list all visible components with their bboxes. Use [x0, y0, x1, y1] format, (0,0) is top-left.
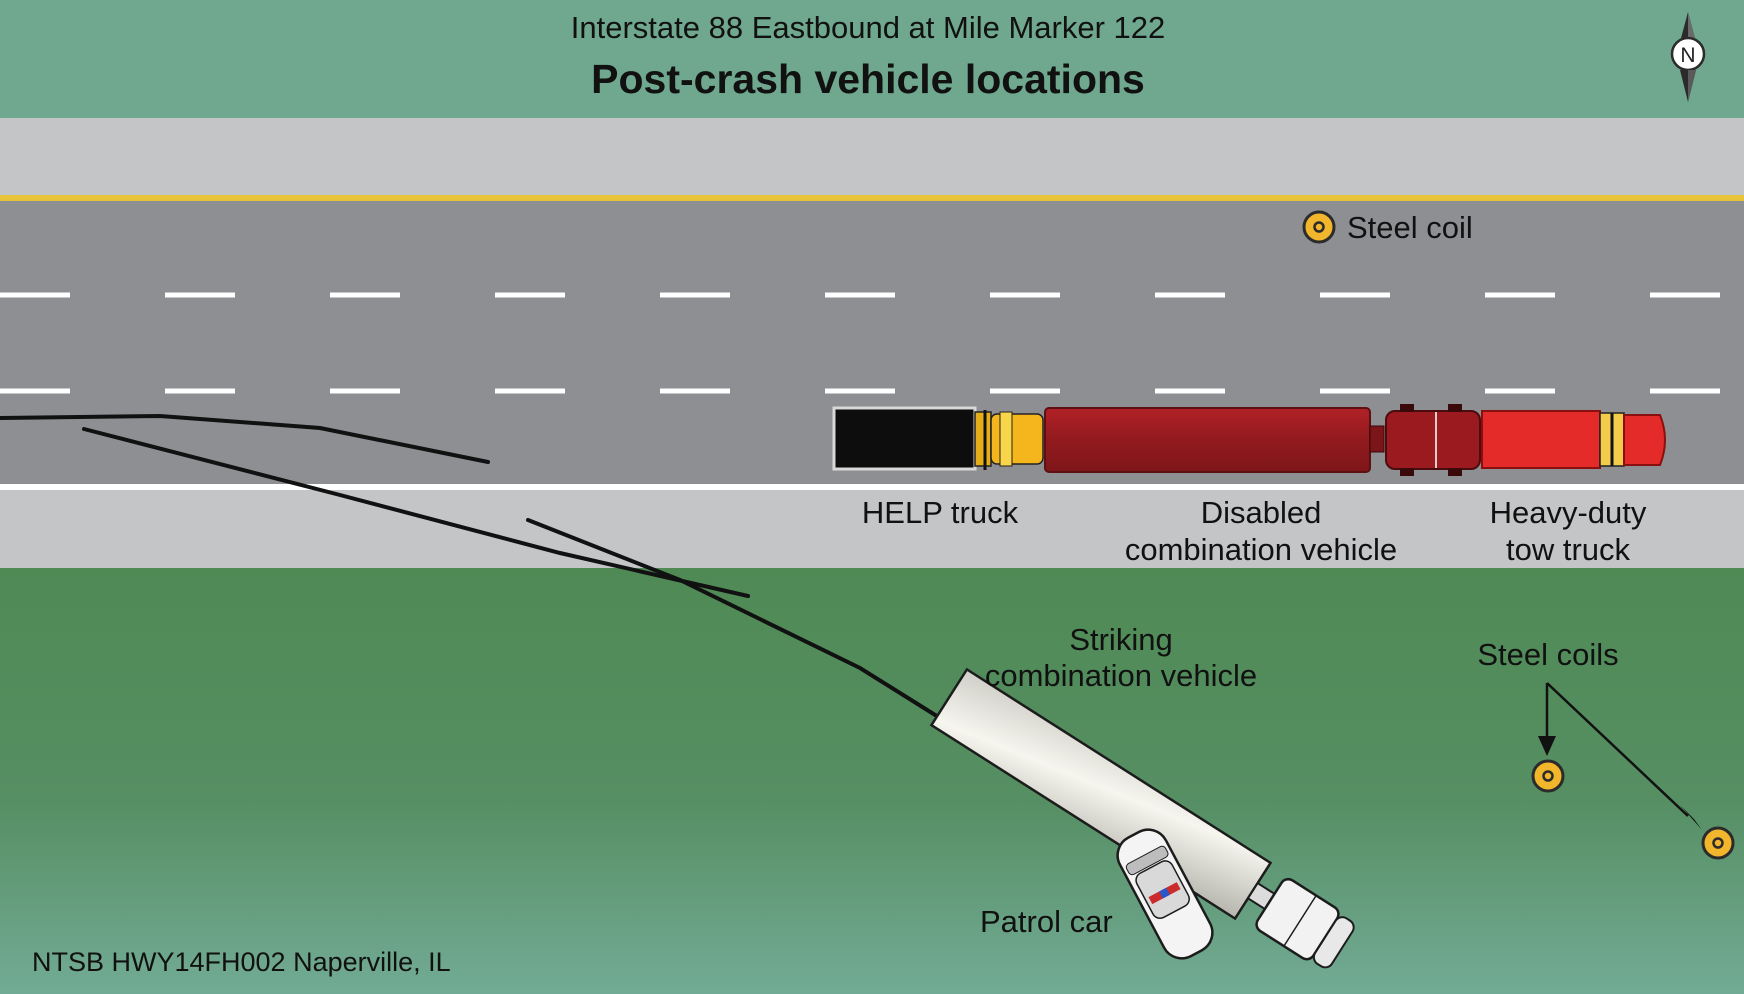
tow-truck-label-line1: Heavy-duty: [1490, 495, 1647, 530]
steel-coils-arrows: [1538, 682, 1702, 830]
tire-marks: [0, 413, 942, 720]
steel-coil-road: [1302, 210, 1336, 244]
steel-coil-label: Steel coil: [1347, 210, 1473, 245]
steel-coil-grass-2: [1701, 826, 1735, 860]
striking-combination-vehicle: [929, 667, 1355, 969]
heavy-duty-tow-truck: [1481, 410, 1666, 469]
patrol-car-label: Patrol car: [980, 904, 1113, 939]
north-shoulder: [0, 118, 1744, 198]
tow-truck-label-line2: tow truck: [1506, 532, 1631, 567]
patrol-car: [1116, 828, 1214, 960]
steel-coil-grass-1: [1531, 759, 1565, 793]
diagram-subtitle: Interstate 88 Eastbound at Mile Marker 1…: [571, 10, 1166, 45]
header-band: [0, 0, 1744, 118]
striking-vehicle-label-line2: combination vehicle: [985, 658, 1257, 693]
steel-coils-label: Steel coils: [1477, 637, 1618, 672]
disabled-vehicle-label-line1: Disabled: [1201, 495, 1322, 530]
grass-median: [0, 568, 1744, 994]
ntsb-credit: NTSB HWY14FH002 Naperville, IL: [32, 947, 451, 977]
yellow-edge-line: [0, 195, 1744, 201]
help-truck-label: HELP truck: [862, 495, 1019, 530]
north-letter: N: [1680, 44, 1695, 67]
disabled-vehicle-label-line2: combination vehicle: [1125, 532, 1397, 567]
disabled-combination-vehicle: [1044, 404, 1481, 476]
diagram-title: Post-crash vehicle locations: [591, 56, 1145, 102]
white-edge-line: [0, 484, 1744, 490]
striking-vehicle-label-line1: Striking: [1069, 622, 1172, 657]
south-shoulder: [0, 490, 1744, 568]
help-truck: [832, 406, 1044, 471]
north-arrow-icon: N: [1670, 12, 1706, 102]
